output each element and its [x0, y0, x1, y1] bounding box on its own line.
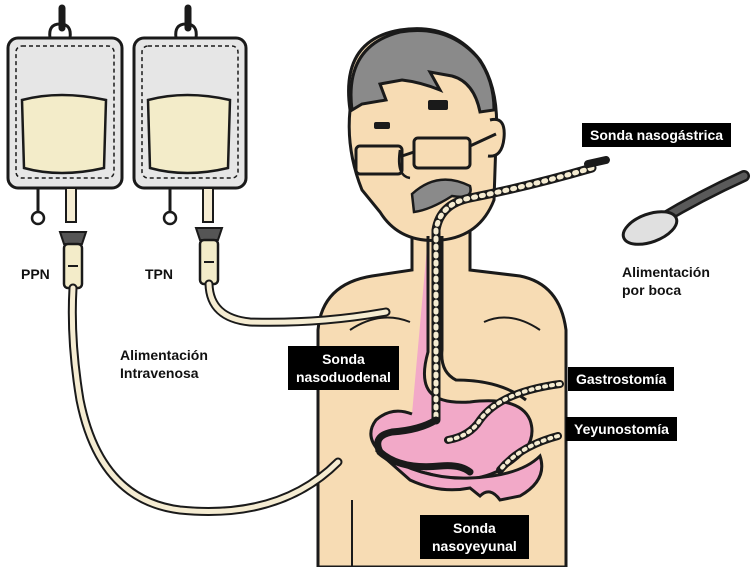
- tpn-bag: [134, 8, 246, 224]
- ppn-label: PPN: [21, 265, 50, 283]
- nasoduodenal-tag-line1: Sonda: [296, 350, 391, 368]
- gastrostomy-tag: Gastrostomía: [568, 367, 674, 391]
- iv-feeding-label-line1: Alimentación: [120, 346, 208, 364]
- tpn-label: TPN: [145, 265, 173, 283]
- jejunostomy-tag: Yeyunostomía: [566, 417, 677, 441]
- nasojejunal-tag-line1: Sonda: [432, 519, 517, 537]
- ppn-bag: [8, 8, 122, 224]
- spoon-icon: [619, 176, 744, 251]
- nasojejunal-tag-line2: nasoyeyunal: [432, 537, 517, 555]
- tpn-drip-chamber: [196, 228, 222, 284]
- patient-head: [349, 29, 505, 241]
- ppn-drip-chamber: [60, 232, 86, 288]
- nasojejunal-tag: Sonda nasoyeyunal: [420, 515, 529, 559]
- nasoduodenal-tag: Sonda nasoduodenal: [288, 346, 399, 390]
- iv-feeding-label-line2: Intravenosa: [120, 364, 199, 382]
- oral-feeding-label-line1: Alimentación: [622, 263, 710, 281]
- nasoduodenal-tag-line2: nasoduodenal: [296, 368, 391, 386]
- oral-feeding-label-line2: por boca: [622, 281, 681, 299]
- nasogastric-tag: Sonda nasogástrica: [582, 123, 731, 147]
